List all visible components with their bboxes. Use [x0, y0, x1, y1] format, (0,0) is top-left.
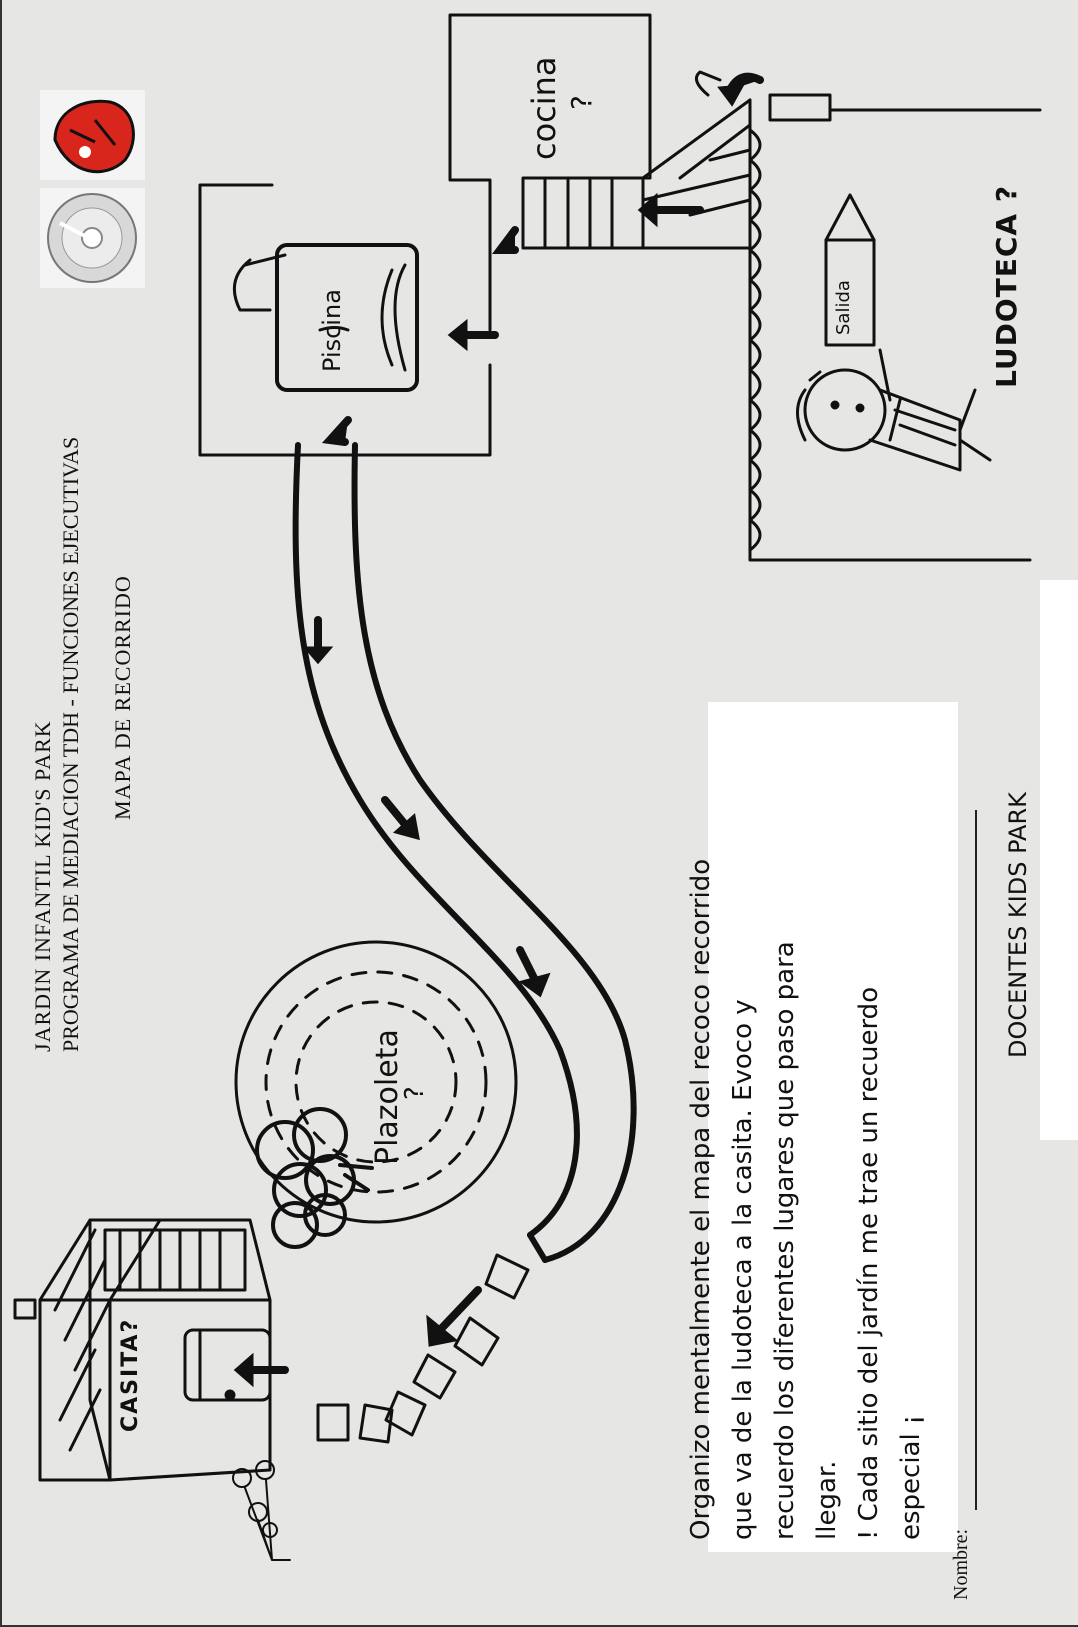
mask-logo	[40, 90, 145, 180]
instruction-line: recuerdo los diferentes lugares que paso…	[770, 941, 800, 1540]
tree-icon	[257, 1109, 372, 1247]
arrow-icon	[385, 800, 418, 838]
pool-lane	[382, 270, 392, 365]
instruction-line: Organizo mentalmente el mapa del recoco …	[686, 859, 716, 1540]
nombre-label: Nombre:	[950, 1529, 973, 1600]
stepping-stone	[486, 1255, 528, 1298]
label-plazoleta-question: ?	[400, 1086, 430, 1100]
flowers-icon	[233, 1461, 290, 1560]
arrow-icon	[450, 322, 495, 348]
child-icon	[798, 350, 991, 470]
label-salida: Salida	[833, 280, 854, 335]
stepping-stone	[318, 1405, 348, 1440]
cd-logo	[40, 188, 145, 288]
instruction-line: llegar.	[812, 1461, 842, 1540]
stepping-stone	[455, 1318, 498, 1365]
docentes-panel	[1040, 580, 1078, 1140]
header-subtitle: PROGRAMA DE MEDIACION TDH - FUNCIONES EJ…	[58, 437, 84, 1052]
stepping-stone	[414, 1355, 455, 1398]
pool-lane	[395, 265, 405, 370]
label-piscina: Piscina	[318, 289, 346, 372]
docentes-label: DOCENTES KIDS PARK	[1004, 792, 1032, 1058]
stepping-stone	[360, 1405, 392, 1442]
arrow-icon	[306, 620, 330, 662]
label-ludoteca: LUDOTECA ?	[990, 185, 1023, 388]
nombre-underline	[975, 810, 977, 1510]
arrow-icon	[720, 77, 760, 104]
piscina-building	[200, 15, 650, 455]
ludoteca-building	[696, 72, 1040, 560]
instruction-line: ! Cada sitio del jardín me trae un recue…	[854, 987, 884, 1540]
cd-disc-icon	[40, 188, 145, 288]
label-casita: CASITA?	[118, 1318, 143, 1432]
label-cocina-question: ?	[565, 95, 598, 110]
arrow-icon	[330, 420, 348, 442]
instruction-line: especial ¡	[896, 1415, 926, 1540]
header-title: JARDIN INFANTIL KID'S PARK	[30, 720, 56, 1052]
red-mask-logo-icon	[40, 90, 145, 180]
arrow-icon	[236, 1356, 285, 1384]
path-end-cap	[530, 1235, 545, 1260]
label-cocina: cocina	[525, 56, 563, 160]
instruction-line: que va de la ludoteca a la casita. Evoco…	[728, 999, 758, 1540]
arrow-icon	[500, 230, 515, 250]
header-map-title: MAPA DE RECORRIDO	[110, 575, 136, 820]
arrow-icon	[640, 196, 700, 224]
